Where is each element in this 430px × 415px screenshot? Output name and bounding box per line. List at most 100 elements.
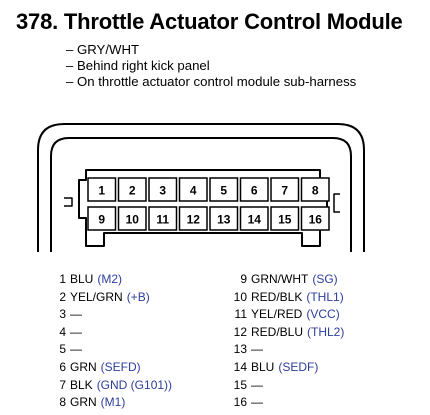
pin-signal: (M2) — [97, 272, 123, 286]
wire-color: GRN/WHT — [251, 272, 309, 286]
pin-signal: (M1) — [100, 395, 126, 410]
connector-pin-number: 15 — [278, 213, 292, 227]
pin-signal: (SEFD) — [100, 359, 141, 374]
pin-signal: (SEDF) — [278, 359, 319, 374]
wire-color: BLU — [70, 272, 94, 286]
wire-color: — — [70, 307, 82, 322]
pin-row: 4— — [50, 324, 172, 342]
pin-row: 9 GRN/WHT(SG) — [231, 271, 344, 289]
wire-color: GRN — [70, 359, 97, 374]
connector-pin-cell — [178, 177, 208, 202]
connector-pin-number: 3 — [159, 184, 166, 198]
pin-number: 15 — [233, 377, 247, 392]
pin-row: 11 YEL/RED(VCC) — [231, 306, 344, 324]
pin-number: 16 — [233, 395, 247, 410]
wire-color: — — [251, 395, 263, 410]
wire-color: RED/BLU — [251, 324, 304, 339]
pin-signal: (VCC) — [306, 307, 340, 322]
connector-pin-number: 14 — [248, 213, 262, 227]
pin-signal: (GND (G101)) — [96, 377, 173, 392]
pin-number: 2 — [59, 289, 66, 304]
connector-pin-cell — [178, 206, 208, 231]
connector-pin-cell — [300, 206, 330, 231]
connector-pin-cell — [239, 206, 269, 231]
pin-list-right: 9 GRN/WHT(SG) 10 RED/BLK(THL1) 11 YEL/RED(VCC… — [231, 271, 345, 412]
pin-row: 12 RED/BLU(THL2) — [231, 324, 345, 342]
pin-signal: (THL2) — [307, 324, 345, 339]
wire-color: RED/BLK — [251, 289, 303, 304]
pin-row: 16 — — [231, 394, 344, 412]
pin-row: 8 GRN(M1) — [50, 394, 172, 412]
connector-pin-number: 16 — [309, 213, 323, 227]
connector-pin-cell — [87, 206, 117, 231]
wire-color: BLU — [251, 359, 275, 374]
connector-shroud-outer — [37, 123, 365, 252]
pin-number: 1 — [59, 272, 66, 286]
pin-number: 3 — [59, 307, 66, 322]
pin-row: 13 — — [231, 341, 344, 359]
wire-color: — — [251, 342, 263, 357]
connector-pin-number: 2 — [129, 184, 136, 198]
connector-pin-number: 11 — [156, 213, 169, 227]
connector-pin-number: 13 — [217, 213, 231, 227]
connector-pin-cell — [117, 177, 147, 202]
pin-row: 15 — — [231, 377, 344, 395]
connector-pin-cell — [117, 206, 147, 231]
pin-number: 12 — [233, 324, 247, 339]
pin-row: 6 GRN(SEFD) — [50, 359, 172, 377]
connector-pin-number: 10 — [126, 213, 140, 227]
wire-color: GRN — [70, 395, 97, 410]
pin-row: 7 BLK(GND (G101)) — [50, 377, 172, 395]
pin-row: 5— — [50, 341, 172, 359]
pin-number: 9 — [240, 272, 247, 286]
wire-color: — — [70, 324, 82, 339]
connector-pin-cell — [270, 177, 300, 202]
description-line: – Behind right kick panel — [66, 58, 210, 73]
connector-pin-number: 4 — [190, 184, 197, 198]
pin-number: 8 — [59, 395, 66, 410]
connector-pin-number: 5 — [220, 184, 227, 198]
wire-color: YEL/RED — [251, 307, 303, 322]
pin-number: 10 — [233, 289, 247, 304]
connector-pin-cell — [209, 177, 239, 202]
connector-pin-cell — [209, 206, 239, 231]
pin-row: 2 YEL/GRN(+B) — [50, 289, 172, 307]
connector-latch-left — [64, 197, 73, 207]
connector-pin-number: 1 — [98, 184, 105, 198]
connector-pin-number: 12 — [187, 213, 201, 227]
pin-row: 10 RED/BLK(THL1) — [231, 289, 344, 307]
connector-pin-cell — [148, 206, 178, 231]
pin-number: 14 — [233, 359, 247, 374]
wire-color: BLK — [70, 377, 93, 392]
page-title: 378. Throttle Actuator Control Module — [16, 9, 403, 34]
pin-number: 13 — [233, 342, 247, 357]
connector-shroud-inner — [50, 137, 352, 252]
wire-color: — — [251, 377, 263, 392]
connector-pin-number: 7 — [281, 184, 288, 198]
connector-pin-cell — [148, 177, 178, 202]
pin-number: 7 — [59, 377, 66, 392]
connector-pin-cell — [300, 177, 330, 202]
pin-signal: (SG) — [312, 272, 338, 286]
pin-number: 11 — [234, 307, 247, 322]
pin-number: 6 — [59, 359, 66, 374]
pin-number: 4 — [59, 324, 66, 339]
wire-color: YEL/GRN — [70, 289, 123, 304]
pin-number: 5 — [59, 342, 66, 357]
connector-pin-cell — [270, 206, 300, 231]
pin-row: 3— — [50, 306, 172, 324]
connector-pin-number: 6 — [251, 184, 258, 198]
connector-description: – GRY/WHT – Behind right kick panel – On… — [66, 42, 356, 90]
description-line: – On throttle actuator control module su… — [66, 74, 357, 89]
wire-color: — — [70, 342, 82, 357]
connector-latch-right — [333, 193, 340, 213]
description-line: – GRY/WHT — [66, 42, 140, 57]
pin-signal: (+B) — [126, 289, 150, 304]
pin-row: 14 BLU(SEDF) — [231, 359, 344, 377]
connector-pin-cell — [87, 177, 117, 202]
pin-signal: (THL1) — [306, 289, 344, 304]
connector-pin-number: 8 — [312, 184, 319, 198]
pin-row: 1 BLU(M2) — [50, 271, 172, 289]
